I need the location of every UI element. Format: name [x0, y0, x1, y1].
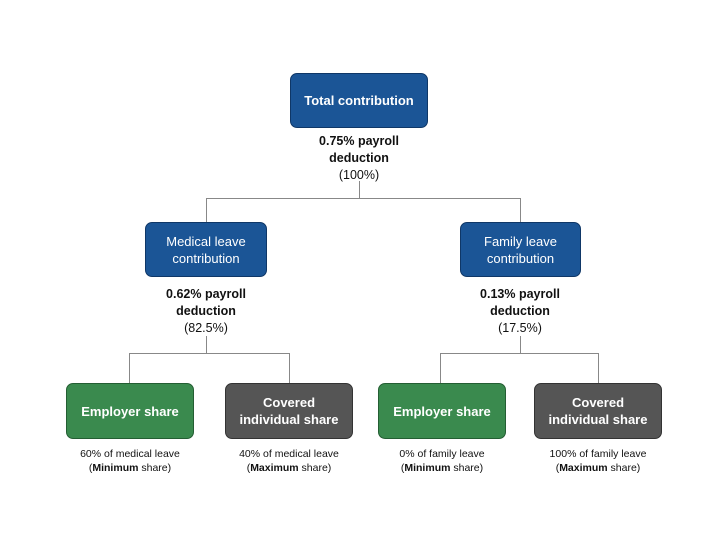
node-family-employer-share: Employer share	[378, 383, 506, 439]
node-total-contribution: Total contribution	[290, 73, 428, 128]
note-medical-employer-line2: (Minimum share)	[88, 462, 172, 474]
node-medical-individual-title-line1: Covered	[262, 395, 316, 410]
node-family-individual-title-line1: Covered	[571, 395, 625, 410]
note-medical-employer: 60% of medical leave (Minimum share)	[55, 447, 205, 475]
note-medical-individual: 40% of medical leave (Maximum share)	[214, 447, 364, 475]
note-family-individual-line2: (Maximum share)	[555, 462, 641, 474]
note-family-employer: 0% of family leave (Minimum share)	[367, 447, 517, 475]
node-medical-employer-title: Employer share	[81, 403, 179, 419]
node-family-employer-title: Employer share	[393, 403, 491, 419]
note-medical-employer-keyword: Minimum	[92, 462, 139, 474]
note-family-employer-keyword: Minimum	[404, 462, 451, 474]
label-medical-percent: (82.5%)	[184, 321, 228, 335]
label-total-deduction: 0.75% payroll deduction (100%)	[289, 133, 429, 184]
node-family-title-line1: Family leave	[484, 233, 557, 249]
note-medical-individual-keyword: Maximum	[250, 462, 299, 474]
node-medical-individual-title-line2: individual share	[239, 412, 339, 427]
label-total-percent: (100%)	[338, 168, 380, 182]
note-medical-employer-line1: 60% of medical leave	[80, 448, 180, 460]
note-family-individual-line1: 100% of family leave	[549, 448, 647, 460]
node-medical-employer-share: Employer share	[66, 383, 194, 439]
label-family-percent: (17.5%)	[498, 321, 542, 335]
label-medical-deduction: 0.62% payroll deduction (82.5%)	[136, 286, 276, 337]
note-family-individual-keyword: Maximum	[559, 462, 608, 474]
label-family-deduction: 0.13% payroll deduction (17.5%)	[450, 286, 590, 337]
node-family-individual-title-line2: individual share	[548, 412, 648, 427]
node-total-contribution-title: Total contribution	[304, 93, 414, 108]
node-medical-title-line1: Medical leave	[166, 233, 246, 249]
label-family-deduction-text: 0.13% payroll deduction	[480, 287, 560, 318]
node-family-title-line2: contribution	[486, 250, 555, 266]
note-family-employer-line1: 0% of family leave	[399, 448, 485, 460]
label-total-deduction-text: 0.75% payroll deduction	[319, 134, 399, 165]
node-medical-individual-share: Covered individual share	[225, 383, 353, 439]
note-family-individual: 100% of family leave (Maximum share)	[523, 447, 673, 475]
label-medical-deduction-text: 0.62% payroll deduction	[166, 287, 246, 318]
node-family-individual-share: Covered individual share	[534, 383, 662, 439]
note-medical-individual-line1: 40% of medical leave	[239, 448, 339, 460]
node-family-leave-contribution: Family leave contribution	[460, 222, 581, 277]
note-family-employer-line2: (Minimum share)	[400, 462, 484, 474]
node-medical-leave-contribution: Medical leave contribution	[145, 222, 267, 277]
note-medical-individual-line2: (Maximum share)	[246, 462, 332, 474]
node-medical-title-line2: contribution	[172, 250, 240, 266]
